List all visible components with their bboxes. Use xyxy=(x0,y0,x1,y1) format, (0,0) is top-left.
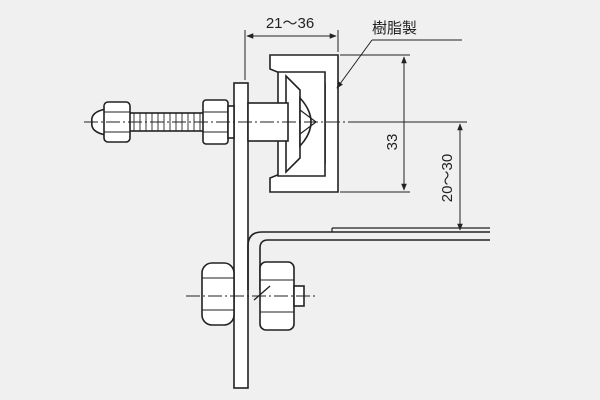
dim-offset-label: 20～30 xyxy=(439,154,456,202)
horizontal-mount-plate xyxy=(247,227,490,290)
dim-width-label: 21～36 xyxy=(266,15,314,32)
material-leader xyxy=(336,39,462,89)
dim-height-label: 33 xyxy=(384,134,401,151)
dimension-arrows xyxy=(246,33,463,231)
bracket-vertical-plate xyxy=(233,82,249,389)
material-note-label: 樹脂製 xyxy=(372,20,417,37)
center-lines xyxy=(84,121,345,297)
extension-lines xyxy=(244,30,467,193)
